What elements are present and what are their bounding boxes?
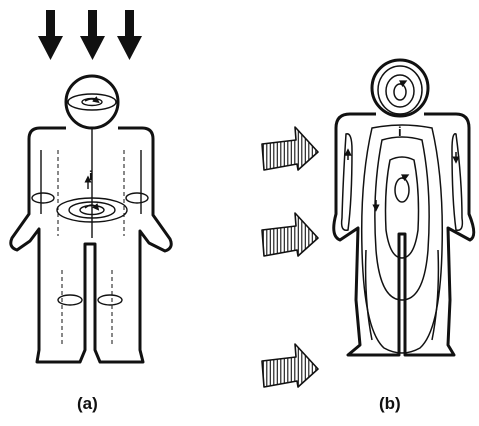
down-arrow-icon [117,10,142,60]
arm-loop-right [452,134,462,230]
left-arm-loop [32,193,54,203]
head-a [66,76,118,128]
caption-a: (a) [77,394,98,414]
body-loops-b [342,125,463,353]
arm-loop-left [342,134,352,230]
down-arrow-icon [38,10,63,60]
hatched-right-arrow-icon [262,344,318,387]
down-arrow-icon [80,10,105,60]
hatched-right-arrow-icon [262,127,318,170]
head-loop-outer [68,94,116,110]
panel-b: i [262,60,474,387]
human-body-outline-a [11,76,171,362]
field-arrows-vertical [38,10,142,60]
right-leg-loop [98,295,122,305]
human-body-outline-b [334,60,474,355]
eddy-current-loops-a [32,94,148,305]
hatched-right-arrow-icon [262,213,318,256]
trunk-loop-1 [362,125,443,353]
torso-outline-a [11,128,171,362]
current-label-a: i [89,168,93,183]
caption-b: (b) [379,394,401,414]
right-arm-loop [126,193,148,203]
trunk-loop-4 [395,178,409,202]
torso-outline-b [334,114,474,355]
trunk-loop-3 [386,157,419,258]
trunk-loop-2 [375,137,429,300]
current-label-b: i [398,124,402,139]
panel-a: i [11,10,171,362]
field-arrows-horizontal [262,127,318,387]
head-loops-b [378,66,422,114]
